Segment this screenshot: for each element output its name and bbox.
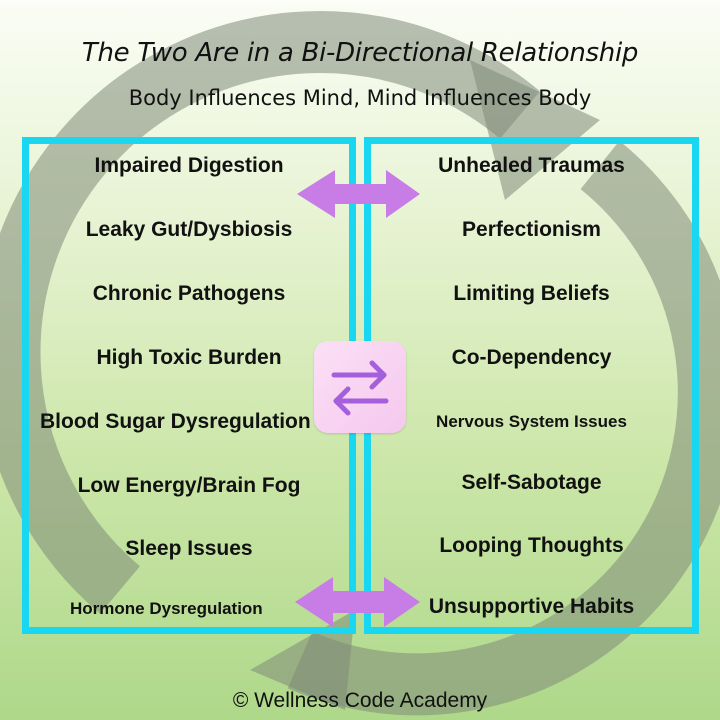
mind-item: Unhealed Traumas [438, 154, 625, 177]
body-item: Hormone Dysregulation [70, 599, 263, 618]
mind-item: Self-Sabotage [461, 471, 602, 494]
page-subtitle: Body Influences Mind, Mind Influences Bo… [128, 86, 592, 110]
body-item: Blood Sugar Dysregulation [40, 410, 311, 433]
mind-panel [364, 137, 699, 634]
body-item: Sleep Issues [125, 537, 253, 560]
mind-item: Limiting Beliefs [453, 282, 610, 305]
mind-item: Looping Thoughts [439, 534, 624, 557]
body-item: Low Energy/Brain Fog [77, 474, 301, 497]
page-title: The Two Are in a Bi-Directional Relation… [81, 38, 639, 68]
mind-item: Perfectionism [462, 218, 601, 241]
swap-arrows-icon [331, 360, 389, 416]
mind-item: Nervous System Issues [436, 412, 627, 431]
body-item: Leaky Gut/Dysbiosis [85, 218, 293, 241]
body-item: Impaired Digestion [94, 154, 284, 177]
swap-badge [314, 341, 406, 433]
mind-item: Co-Dependency [451, 346, 612, 369]
mind-item: Unsupportive Habits [428, 595, 635, 618]
body-item: Chronic Pathogens [92, 282, 286, 305]
body-item: High Toxic Burden [96, 346, 282, 369]
copyright-credit: © Wellness Code Academy [232, 689, 488, 712]
